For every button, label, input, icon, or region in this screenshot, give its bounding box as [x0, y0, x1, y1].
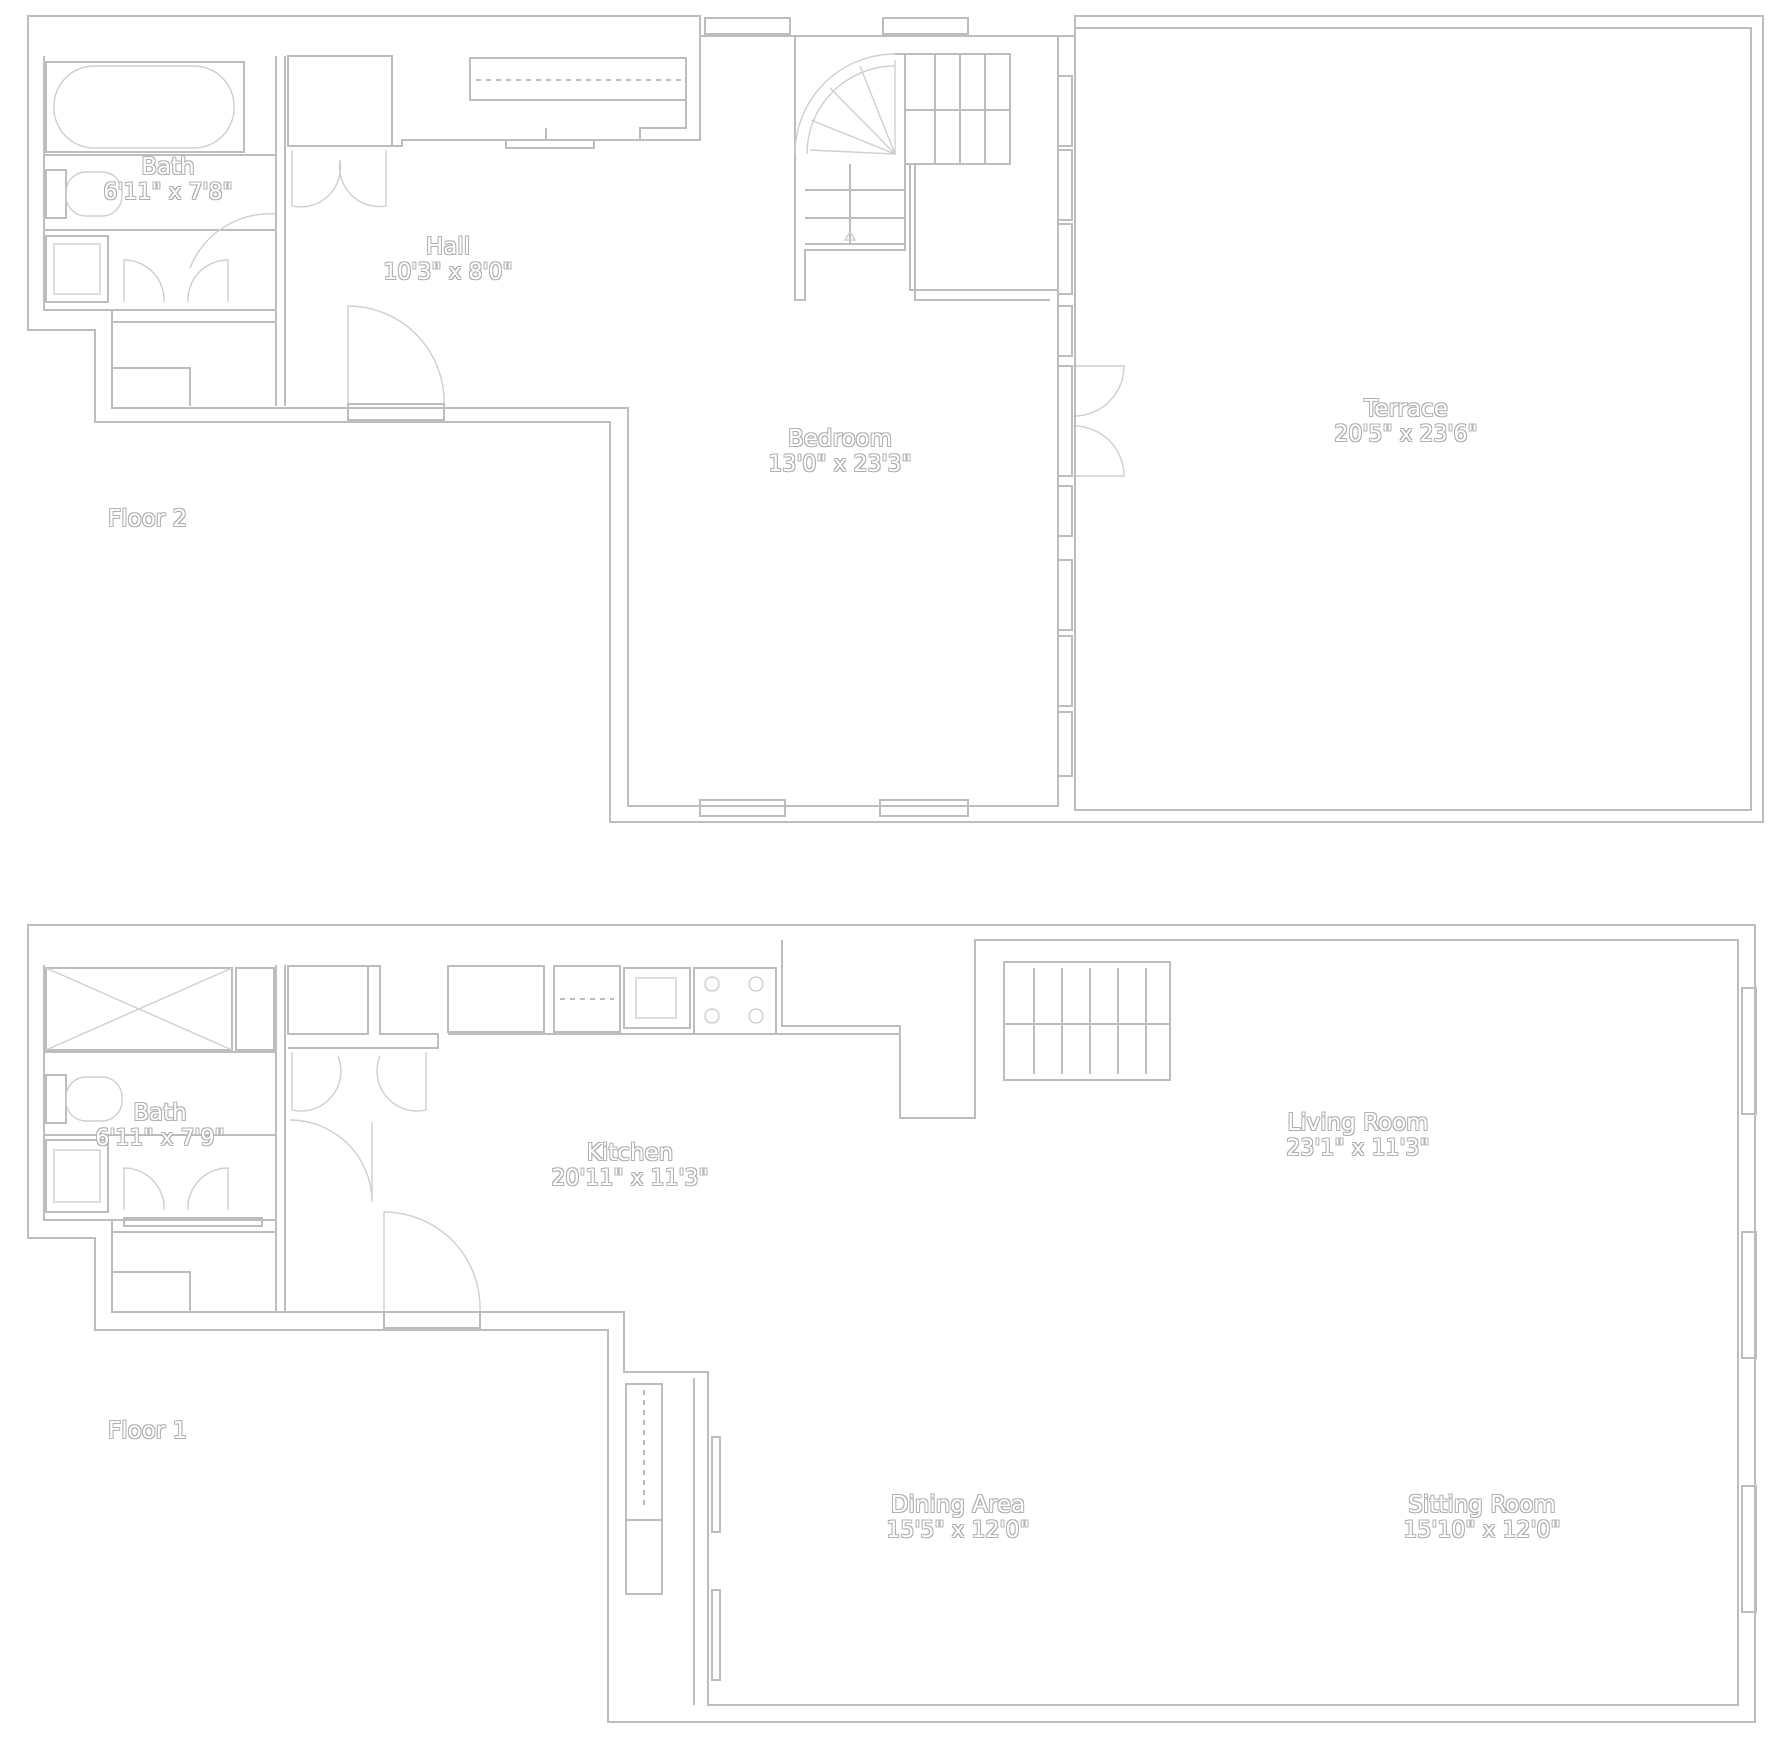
hall-door	[347, 305, 445, 407]
room-label-living: Living Room 23'1" x 11'3"	[1286, 1110, 1429, 1162]
kitchen-door	[383, 1211, 481, 1313]
toilet-1	[45, 1074, 67, 1124]
room-label-bath-1: Bath 6'11" x 7'9"	[95, 1100, 224, 1152]
room-name: Dining Area	[890, 1492, 1026, 1518]
kitchen-closet	[287, 965, 369, 1035]
room-name: Bath	[141, 154, 195, 180]
bath-2-walls	[44, 56, 286, 406]
room-label-terrace: Terrace 20'5" x 23'6"	[1334, 396, 1477, 448]
window-bottom-2	[879, 799, 969, 817]
room-name: Sitting Room	[1408, 1492, 1556, 1518]
window-right-2	[1741, 1231, 1757, 1359]
floor-2-plan	[27, 15, 1764, 823]
window-top-2	[882, 17, 969, 35]
room-label-bath-2: Bath 6'11" x 7'8"	[103, 154, 232, 206]
room-label-bedroom: Bedroom 13'0" x 23'3"	[768, 426, 911, 478]
terrace-windows	[1057, 75, 1073, 777]
room-name: Kitchen	[586, 1140, 674, 1166]
straight-staircase	[1003, 961, 1171, 1081]
window-top-1	[704, 17, 791, 35]
room-label-hall: Hall 10'3" x 8'0"	[383, 234, 512, 286]
room-dimensions: 20'11" x 11'3"	[551, 1166, 709, 1191]
room-dimensions: 13'0" x 23'3"	[768, 452, 912, 477]
window-right-1	[1741, 987, 1757, 1115]
room-dimensions: 6'11" x 7'9"	[95, 1126, 225, 1151]
room-name: Bath	[133, 1100, 187, 1126]
room-name: Living Room	[1287, 1110, 1429, 1136]
room-dimensions: 15'5" x 12'0"	[886, 1518, 1030, 1543]
room-dimensions: 10'3" x 8'0"	[383, 260, 513, 285]
terrace-boundary	[1074, 27, 1752, 811]
room-dimensions: 15'10" x 12'0"	[1403, 1518, 1561, 1543]
floor-1-outer-wall	[27, 924, 1756, 1723]
spiral-staircase	[794, 36, 1058, 301]
floor-1-label: Floor 1	[108, 1418, 188, 1444]
bathtub	[45, 61, 245, 153]
floor-1-inner-wall	[43, 939, 1739, 1706]
bath-2-door	[123, 259, 229, 303]
shower	[45, 967, 233, 1051]
kitchen-counter	[447, 965, 900, 1035]
room-label-sitting: Sitting Room 15'10" x 12'0"	[1403, 1492, 1560, 1544]
toilet-2	[45, 169, 67, 219]
floor-2-label: Floor 2	[108, 506, 188, 532]
room-dimensions: 23'1" x 11'3"	[1286, 1136, 1430, 1161]
floor-1-plan	[27, 924, 1757, 1723]
room-name: Terrace	[1364, 396, 1448, 422]
sink-1	[45, 1139, 109, 1213]
window-right-3	[1741, 1485, 1757, 1613]
dining-cabinet	[625, 1383, 663, 1595]
room-dimensions: 6'11" x 7'8"	[103, 180, 233, 205]
room-name: Bedroom	[787, 426, 893, 452]
room-name: Hall	[425, 234, 471, 260]
window-bottom-1	[699, 799, 786, 817]
kitchen-closet-door	[289, 1119, 373, 1203]
room-label-kitchen: Kitchen 20'11" x 11'3"	[551, 1140, 708, 1192]
room-label-dining: Dining Area 15'5" x 12'0"	[886, 1492, 1029, 1544]
sink-2	[45, 235, 109, 303]
closet-door	[291, 150, 387, 208]
terrace-door	[1071, 365, 1125, 477]
hall-closet	[287, 55, 393, 147]
bath-1-door	[123, 1167, 229, 1211]
room-dimensions: 20'5" x 23'6"	[1334, 422, 1478, 447]
